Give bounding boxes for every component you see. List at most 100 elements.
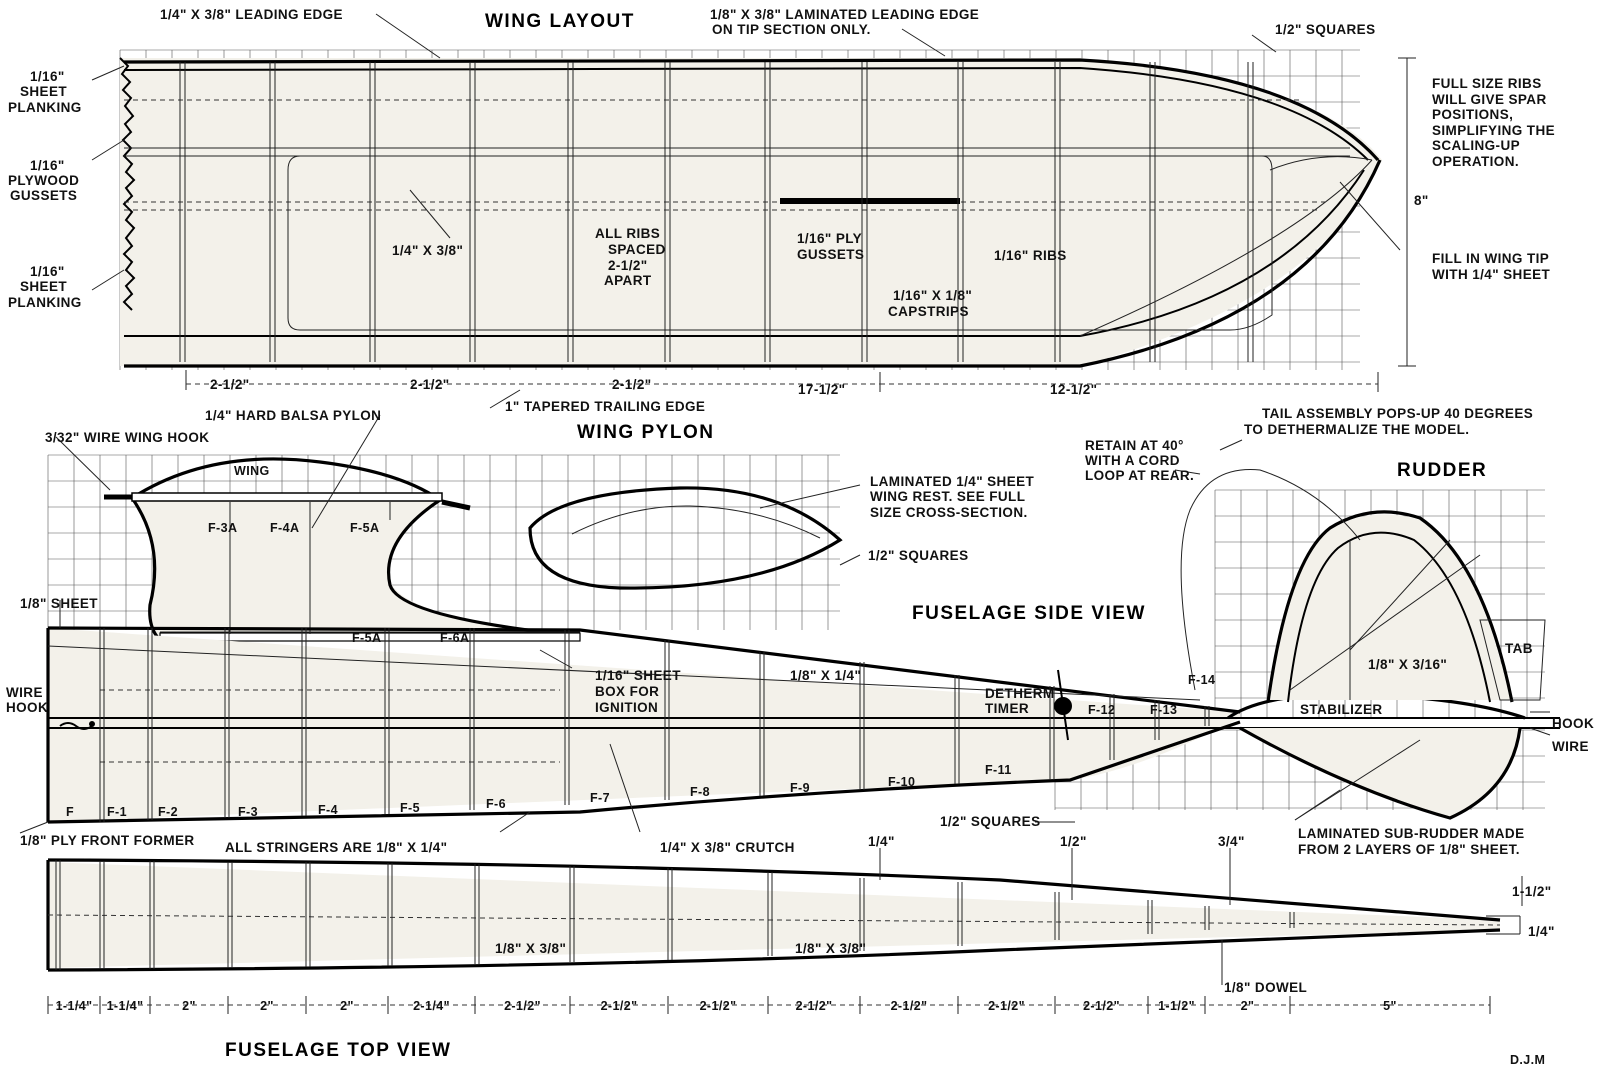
laminated-le-line2: ON TIP SECTION ONLY. (712, 22, 871, 37)
former-f2: F-2 (158, 805, 178, 819)
rudder-title: RUDDER (1397, 460, 1487, 481)
former-f: F (66, 805, 74, 819)
wire-hook-2: HOOK (6, 700, 48, 715)
fuselage-side-drawing (19, 439, 1560, 834)
pylon-former-4: F-5A (352, 631, 381, 645)
station-dimension: 2-1/2" (504, 999, 541, 1013)
former-f8: F-8 (690, 785, 710, 799)
wing-dim-3: 2-1/2" (612, 377, 652, 392)
fuselage-top-title: FUSELAGE TOP VIEW (225, 1040, 451, 1061)
wing-squares-label: 1/2" SQUARES (1275, 22, 1375, 37)
fuselage-side-title: FUSELAGE SIDE VIEW (912, 603, 1146, 624)
former-f1: F-1 (107, 805, 127, 819)
former-f12: F-12 (1088, 703, 1115, 717)
wing-spar-label: 1/4" X 3/8" (392, 243, 463, 258)
dt-timer-2: TIMER (985, 701, 1029, 716)
sheet-box-1: 1/16" SHEET (595, 668, 681, 683)
plywood-gussets-1: 1/16" (30, 158, 65, 173)
station-dimension: 5" (1383, 999, 1397, 1013)
wing-dim-1: 2-1/2" (210, 377, 250, 392)
ribs-spaced-4: APART (604, 273, 652, 288)
former-f13: F-13 (1150, 703, 1177, 717)
former-f3: F-3 (238, 805, 258, 819)
retain-1: RETAIN AT 40° (1085, 438, 1184, 453)
dowel-label: 1/8" DOWEL (1224, 980, 1307, 995)
retain-2: WITH A CORD (1085, 453, 1180, 468)
retain-3: LOOP AT REAR. (1085, 468, 1194, 483)
wing-pylon-drawing (55, 414, 861, 642)
hook-label: HOOK (1552, 716, 1594, 731)
top-mark-3: 3/4" (1218, 834, 1245, 849)
sub-rudder-2: FROM 2 LAYERS OF 1/8" SHEET. (1298, 842, 1520, 857)
trailing-edge-label: 1" TAPERED TRAILING EDGE (505, 399, 705, 414)
full-size-ribs-2: WILL GIVE SPAR (1432, 92, 1547, 107)
laminated-le-line1: 1/8" X 3/8" LAMINATED LEADING EDGE (710, 7, 979, 22)
ribs-label: 1/16" RIBS (994, 248, 1067, 263)
leading-edge-label: 1/4" X 3/8" LEADING EDGE (160, 7, 343, 22)
former-f10: F-10 (888, 775, 915, 789)
ply-front-former-label: 1/8" PLY FRONT FORMER (20, 833, 195, 848)
laminated-rest-1: LAMINATED 1/4" SHEET (870, 474, 1035, 489)
former-f5: F-5 (400, 801, 420, 815)
top-spar-a: 1/8" X 3/8" (495, 941, 566, 956)
station-dimension: 2" (260, 999, 274, 1013)
station-dimension: 2" (1241, 999, 1255, 1013)
top-spar-b: 1/8" X 3/8" (795, 941, 866, 956)
station-dimension: 2-1/2" (1083, 999, 1120, 1013)
plywood-gussets-2: PLYWOOD (8, 173, 79, 188)
ply-gussets-2: GUSSETS (797, 247, 864, 262)
station-dimension: 1-1/4" (56, 999, 93, 1013)
wing-dim-5: 12-1/2" (1050, 382, 1097, 397)
former-f9: F-9 (790, 781, 810, 795)
full-size-ribs-6: OPERATION. (1432, 154, 1519, 169)
top-mark-1: 1/4" (868, 834, 895, 849)
station-dimension: 1-1/2" (1158, 999, 1195, 1013)
dt-timer-1: DETHERM (985, 686, 1055, 701)
wing-layout-title: WING LAYOUT (485, 11, 635, 32)
former-f6: F-6 (486, 797, 506, 811)
pylon-squares-label: 1/2" SQUARES (868, 548, 968, 563)
sheet-label: 1/8" SHEET (20, 596, 98, 611)
station-dimension: 2" (340, 999, 354, 1013)
pops-up-2: TO DETHERMALIZE THE MODEL. (1244, 422, 1469, 437)
sheet-box-3: IGNITION (595, 700, 658, 715)
pylon-former-2: F-4A (270, 521, 299, 535)
pylon-former-3: F-5A (350, 521, 379, 535)
full-size-ribs-5: SCALING-UP (1432, 138, 1520, 153)
sheet-planking-a-3: PLANKING (8, 100, 82, 115)
station-dimension: 2-1/2" (891, 999, 928, 1013)
station-dimension: 2" (182, 999, 196, 1013)
wing-dim-2: 2-1/2" (410, 377, 450, 392)
former-f11: F-11 (985, 763, 1012, 777)
capstrips-1: 1/16" X 1/8" (893, 288, 972, 303)
ribs-spaced-1: ALL RIBS (595, 226, 660, 241)
wing-dim-4: 17-1/2" (798, 382, 845, 397)
longeron-label: 1/8" X 1/4" (790, 668, 861, 683)
height-a: 1-1/2" (1512, 884, 1552, 899)
laminated-rest-2: WING REST. SEE FULL (870, 489, 1025, 504)
former-f14: F-14 (1188, 673, 1215, 687)
pylon-wing-word: WING (234, 464, 270, 478)
height-b: 1/4" (1528, 924, 1555, 939)
tab-label: TAB (1505, 641, 1533, 656)
sheet-planking-b-3: PLANKING (8, 295, 82, 310)
ribs-spaced-3: 2-1/2" (608, 258, 648, 273)
laminated-rest-3: SIZE CROSS-SECTION. (870, 505, 1028, 520)
station-dimension: 1-1/4" (107, 999, 144, 1013)
pylon-former-1: F-3A (208, 521, 237, 535)
stabilizer-label: STABILIZER (1300, 702, 1383, 717)
fuselage-top-drawing (46, 848, 1523, 1014)
stringers-label: ALL STRINGERS ARE 1/8" X 1/4" (225, 840, 447, 855)
fill-tip-1: FILL IN WING TIP (1432, 251, 1549, 266)
sheet-planking-a-1: 1/16" (30, 69, 65, 84)
pops-up-1: TAIL ASSEMBLY POPS-UP 40 DEGREES (1262, 406, 1533, 421)
pylon-former-5: F-6A (440, 631, 469, 645)
crutch-label: 1/4" X 3/8" CRUTCH (660, 840, 795, 855)
wing-pylon-title: WING PYLON (577, 422, 714, 443)
top-mark-2: 1/2" (1060, 834, 1087, 849)
plywood-gussets-3: GUSSETS (10, 188, 77, 203)
ply-gussets-1: 1/16" PLY (797, 231, 862, 246)
sheet-planking-a-2: SHEET (20, 84, 67, 99)
former-f7: F-7 (590, 791, 610, 805)
